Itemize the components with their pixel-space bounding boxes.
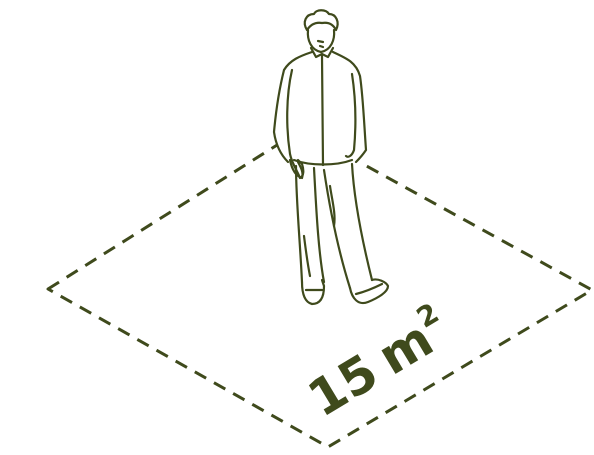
area-number: 15 (298, 343, 388, 429)
area-label: 15m2 (296, 296, 459, 428)
jacket-zipper (322, 56, 323, 165)
area-value: 15m2 (296, 296, 459, 428)
person-figure (272, 10, 388, 304)
person-silhouette-mask (272, 14, 388, 304)
